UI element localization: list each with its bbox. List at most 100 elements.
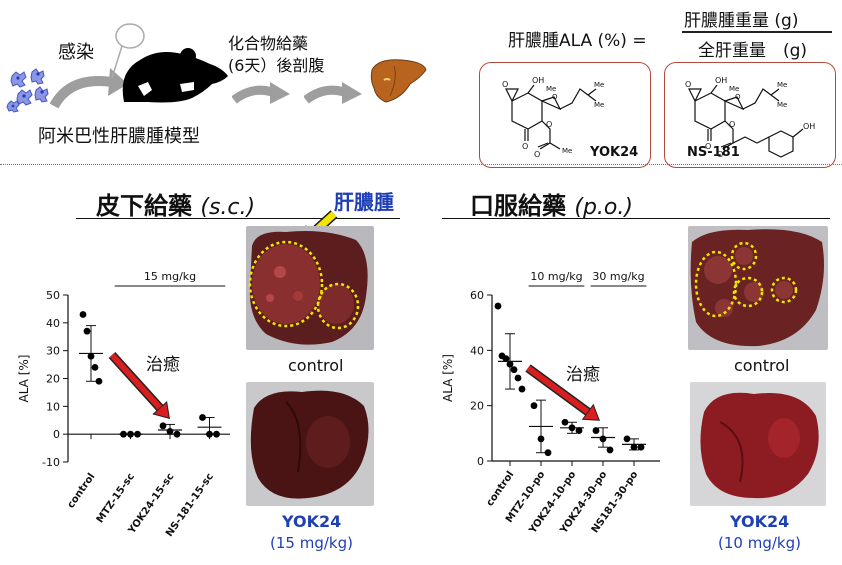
svg-text:O: O bbox=[552, 93, 558, 101]
sc-data-point bbox=[134, 430, 141, 438]
po-cure-arrow bbox=[526, 365, 590, 415]
po-data-point bbox=[530, 402, 538, 410]
sc-route: (s.c.) bbox=[200, 195, 256, 220]
po-y-tick-label: 20 bbox=[470, 400, 484, 413]
sc-data-point bbox=[79, 311, 87, 318]
po-control-caption: control bbox=[734, 356, 790, 375]
sc-y-tick-label: 0 bbox=[53, 428, 60, 441]
sc-data-point bbox=[166, 427, 174, 435]
po-cure-arrow-head bbox=[581, 403, 601, 421]
compound-name-ns181: NS-181 bbox=[687, 145, 740, 160]
sc-data-point bbox=[199, 414, 206, 421]
sc-y-tick-label: -10 bbox=[42, 456, 60, 469]
svg-text:Me: Me bbox=[594, 101, 604, 109]
po-yok24-name: YOK24 bbox=[730, 512, 790, 531]
mouse-icon bbox=[122, 48, 228, 103]
po-data-point bbox=[592, 427, 600, 434]
svg-text:O: O bbox=[717, 150, 723, 159]
po-data-point bbox=[561, 418, 569, 426]
sc-control-liver-photo bbox=[246, 226, 374, 350]
po-data-point bbox=[637, 443, 645, 451]
svg-text:O: O bbox=[685, 80, 691, 89]
sc-data-point bbox=[127, 430, 134, 438]
sc-data-point bbox=[83, 327, 91, 335]
compound-label-line1: 化合物給藥 bbox=[228, 34, 309, 53]
sc-data-point bbox=[120, 430, 127, 438]
compound-box-yok24: O OH Me O Me Me O O O Me YOK24 bbox=[479, 62, 651, 168]
po-title: 口服給藥 bbox=[470, 192, 566, 220]
po-y-tick-label: 0 bbox=[477, 455, 484, 468]
compound-label-line2: (6天）後剖腹 bbox=[228, 56, 325, 75]
compound-box-ns181: O OH Me O Me Me O O O OH NS-181 bbox=[664, 62, 836, 168]
liver-icon bbox=[370, 59, 427, 103]
po-data-point bbox=[630, 443, 638, 451]
formula-fraction-bar bbox=[682, 31, 832, 33]
po-yok24-dose: (10 mg/kg) bbox=[718, 534, 801, 552]
po-data-point bbox=[494, 302, 502, 310]
po-category-label: control bbox=[485, 469, 517, 508]
sc-cure-arrow bbox=[109, 352, 163, 411]
po-data-point bbox=[537, 435, 545, 443]
po-data-point bbox=[518, 385, 526, 393]
svg-text:O: O bbox=[735, 93, 741, 101]
sc-yok24-name: YOK24 bbox=[282, 512, 342, 531]
svg-text:Me: Me bbox=[777, 81, 787, 89]
sc-cure-arrow-head bbox=[152, 400, 171, 420]
po-yok24-liver-photo bbox=[690, 382, 826, 506]
sc-control-caption: control bbox=[288, 356, 344, 375]
sc-y-tick-label: 50 bbox=[46, 289, 60, 302]
po-dose-label: 30 mg/kg bbox=[592, 270, 644, 283]
section-divider bbox=[0, 164, 842, 165]
svg-text:O: O bbox=[502, 80, 508, 89]
svg-text:O: O bbox=[534, 150, 540, 159]
sc-data-point bbox=[206, 430, 213, 438]
sc-data-point bbox=[213, 430, 220, 438]
sc-title: 皮下給藥 bbox=[96, 192, 192, 220]
sc-yok24-dose: (15 mg/kg) bbox=[270, 534, 353, 552]
po-data-point bbox=[510, 366, 518, 374]
sc-y-axis-label: ALA [%] bbox=[17, 355, 31, 403]
po-data-point bbox=[514, 374, 522, 382]
po-data-point bbox=[575, 427, 583, 434]
sc-data-point bbox=[95, 377, 103, 385]
sc-data-point bbox=[91, 363, 99, 371]
sc-category-label: MTZ-15-sc bbox=[95, 471, 137, 525]
po-y-axis-label: ALA [%] bbox=[441, 354, 455, 402]
formula-denominator: 全肝重量 (g) bbox=[698, 41, 808, 61]
formula-lhs: 肝膿腫ALA (%) = bbox=[508, 31, 647, 51]
sc-data-point bbox=[87, 352, 95, 360]
po-data-point bbox=[502, 355, 510, 363]
model-title: 阿米巴性肝膿腫模型 bbox=[38, 126, 200, 147]
infection-label: 感染 bbox=[58, 42, 94, 63]
sc-yok24-liver-photo bbox=[246, 382, 374, 506]
po-data-point bbox=[544, 449, 552, 457]
amoeba-cells-icon bbox=[6, 68, 49, 113]
po-dose-label: 10 mg/kg bbox=[530, 270, 582, 283]
po-data-point bbox=[606, 446, 614, 454]
svg-text:Me: Me bbox=[562, 147, 572, 155]
cure-label-po: 治癒 bbox=[566, 365, 600, 385]
po-title-underline bbox=[442, 218, 830, 219]
po-y-tick-label: 40 bbox=[470, 344, 484, 357]
sc-data-point bbox=[173, 430, 181, 438]
formula-numerator: 肝膿腫重量 (g) bbox=[684, 11, 799, 31]
sc-dose-label: 15 mg/kg bbox=[144, 270, 196, 283]
po-data-point bbox=[599, 435, 607, 443]
svg-text:Me: Me bbox=[729, 85, 739, 93]
dosing-arrow-icon bbox=[232, 82, 290, 104]
abscess-label: 肝膿腫 bbox=[334, 190, 394, 214]
sc-y-tick-label: 30 bbox=[46, 345, 60, 358]
po-route: (p.o.) bbox=[574, 195, 633, 220]
model-schematic: 感染 化合物給藥 (6天）後剖腹 阿米巴性肝膿腫模型 bbox=[0, 0, 440, 150]
po-section-title: 口服給藥 (p.o.) bbox=[470, 186, 633, 221]
svg-text:OH: OH bbox=[715, 76, 727, 85]
sc-section-title: 皮下給藥 (s.c.) bbox=[96, 186, 255, 221]
sc-y-tick-label: 20 bbox=[46, 373, 60, 386]
sc-title-underline bbox=[76, 218, 400, 219]
sc-category-label: control bbox=[66, 471, 98, 510]
sc-y-tick-label: 40 bbox=[46, 317, 60, 330]
po-control-liver-photo bbox=[688, 226, 828, 350]
svg-text:Me: Me bbox=[777, 101, 787, 109]
yok24-structure-icon: O OH Me O Me Me O O O Me bbox=[502, 76, 604, 159]
